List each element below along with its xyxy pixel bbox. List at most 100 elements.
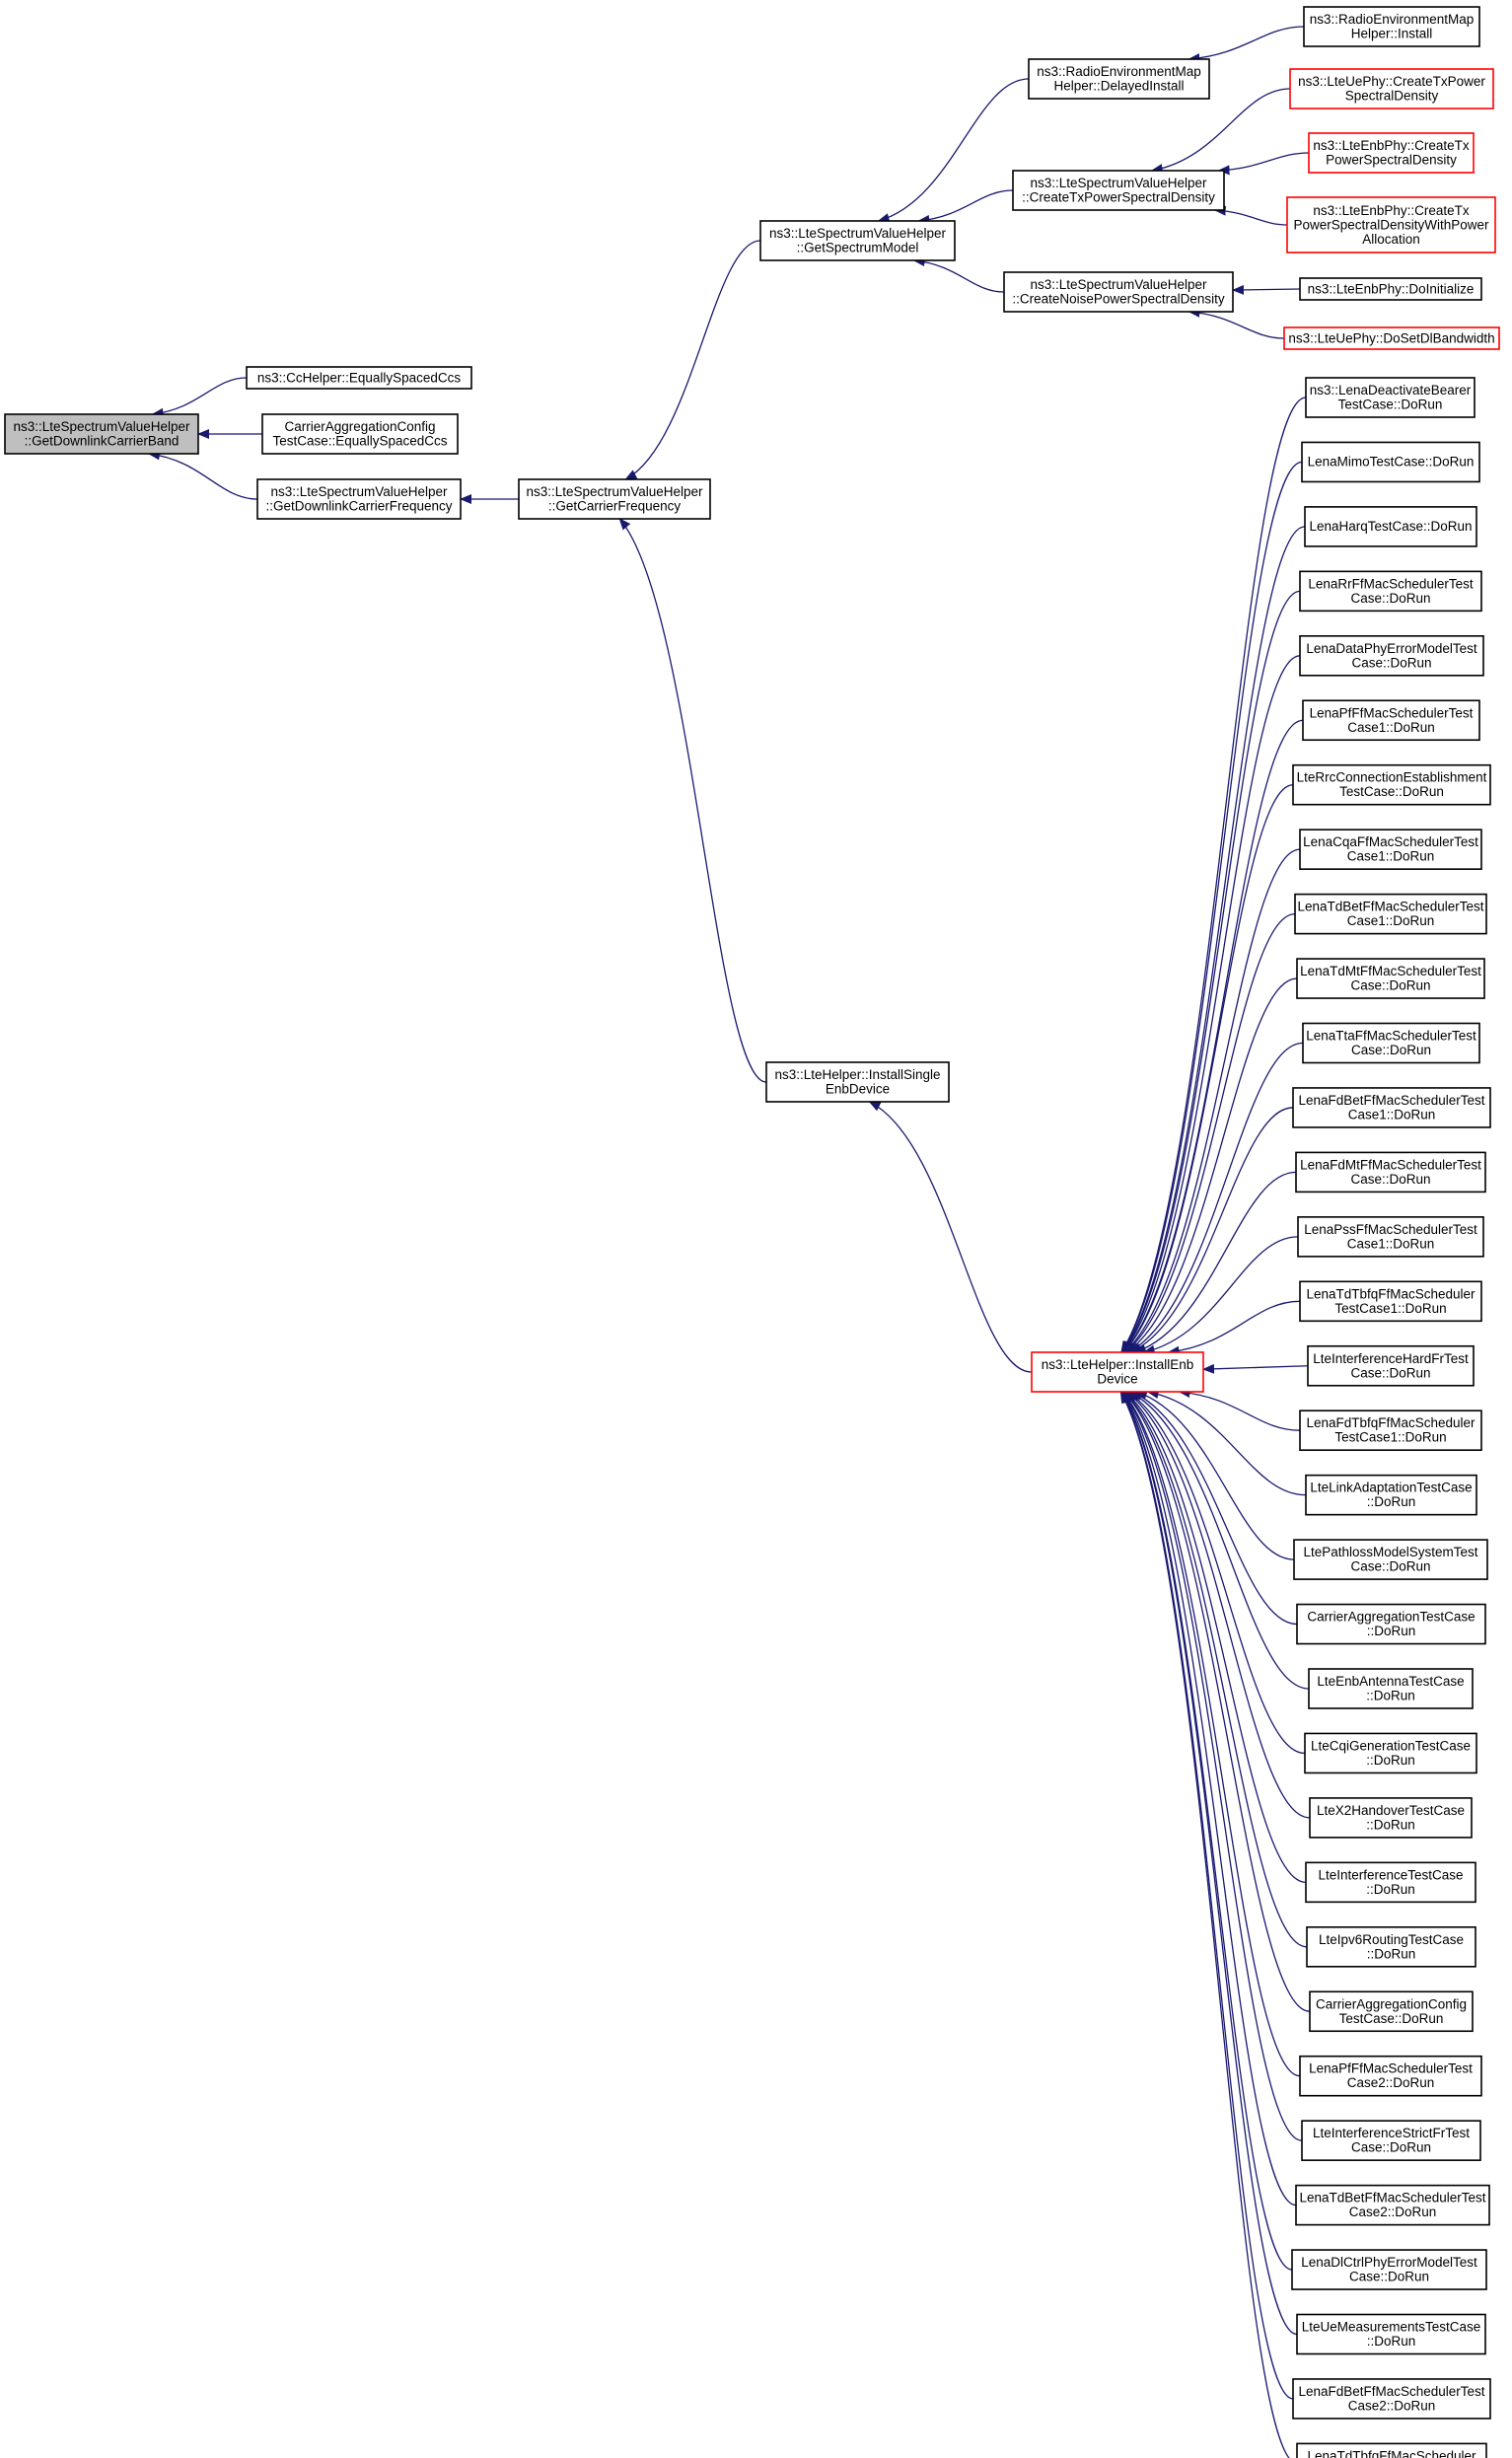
node-enb-create-tx[interactable]: ns3::LteEnbPhy::CreateTxPowerSpectralDen…	[1308, 132, 1475, 174]
node-t22[interactable]: LteCqiGenerationTestCase::DoRun	[1304, 1732, 1477, 1774]
node-t18[interactable]: LteLinkAdaptationTestCase::DoRun	[1305, 1474, 1477, 1516]
node-get-spectrum-model[interactable]: ns3::LteSpectrumValueHelper::GetSpectrum…	[759, 220, 956, 261]
call-edge	[1121, 590, 1301, 1353]
call-edge	[147, 450, 258, 500]
node-root[interactable]: ns3::LteSpectrumValueHelper::GetDownlink…	[4, 413, 199, 455]
node-label: CarrierAggregationConfig	[284, 419, 435, 434]
node-t21[interactable]: LteEnbAntennaTestCase::DoRun	[1308, 1668, 1474, 1709]
node-label: ::DoRun	[1367, 2334, 1416, 2349]
node-box	[1301, 441, 1480, 483]
node-label: Case::DoRun	[1351, 655, 1431, 670]
node-box	[1302, 699, 1480, 742]
node-label: ::CreateNoisePowerSpectralDensity	[1012, 292, 1225, 307]
call-edge	[1142, 1236, 1299, 1355]
node-label: LenaFdBetFfMacSchedulerTest	[1298, 1093, 1484, 1108]
call-edge	[917, 189, 1014, 225]
node-label: LteInterferenceStrictFrTest	[1313, 2126, 1470, 2140]
node-box	[1012, 170, 1225, 211]
call-edge	[1120, 1391, 1297, 2206]
node-box	[1293, 1539, 1488, 1580]
node-t24[interactable]: LteInterferenceTestCase::DoRun	[1305, 1861, 1476, 1904]
node-enb-create-tx-alloc[interactable]: ns3::LteEnbPhy::CreateTxPowerSpectralDen…	[1286, 196, 1496, 253]
call-edge	[1125, 1391, 1306, 1755]
node-box	[1283, 326, 1500, 350]
node-box	[1307, 1344, 1475, 1387]
node-label: LteX2HandoverTestCase	[1317, 1803, 1465, 1818]
call-edge	[624, 240, 761, 480]
node-label: PowerSpectralDensityWithPower	[1293, 217, 1489, 232]
node-label: ::DoRun	[1366, 1817, 1415, 1832]
node-enb-doinit[interactable]: ns3::LteEnbPhy::DoInitialize	[1299, 277, 1482, 301]
node-label: LenaTdBetFfMacSchedulerTest	[1297, 900, 1483, 914]
node-label: LenaDataPhyErrorModelTest	[1306, 641, 1477, 656]
call-edge	[1232, 284, 1301, 295]
node-t07[interactable]: LteRrcConnectionEstablishmentTestCase::D…	[1292, 763, 1491, 806]
node-label: ns3::LteSpectrumValueHelper	[769, 226, 947, 241]
call-edge	[1123, 848, 1301, 1353]
node-t33[interactable]: LenaTdTbfqFfMacSchedulerTestCase2::DoRun	[1296, 2442, 1487, 2458]
node-label: Device	[1097, 1372, 1137, 1387]
node-ca-equally[interactable]: CarrierAggregationConfigTestCase::Equall…	[261, 413, 459, 455]
node-label: Case::DoRun	[1351, 1043, 1431, 1057]
node-ue-create-tx[interactable]: ns3::LteUePhy::CreateTxPowerSpectralDens…	[1289, 68, 1494, 109]
node-t20[interactable]: CarrierAggregationTestCase::DoRun	[1296, 1603, 1486, 1645]
call-edge	[1217, 152, 1310, 176]
node-t02[interactable]: LenaMimoTestCase::DoRun	[1301, 441, 1480, 483]
node-label: ns3::LteUePhy::CreateTxPower	[1298, 74, 1485, 89]
node-get-dl-freq[interactable]: ns3::LteSpectrumValueHelper::GetDownlink…	[256, 478, 462, 520]
node-get-carrier-freq[interactable]: ns3::LteSpectrumValueHelper::GetCarrierF…	[518, 478, 711, 520]
call-edge	[1121, 1391, 1301, 2077]
node-label: Case1::DoRun	[1347, 720, 1435, 735]
call-edge	[1188, 307, 1285, 339]
node-box	[1308, 132, 1475, 174]
call-edge	[1134, 1390, 1295, 1560]
call-edge	[618, 518, 767, 1083]
node-label: LteCqiGenerationTestCase	[1311, 1738, 1471, 1753]
node-label: TestCase1::DoRun	[1334, 1301, 1446, 1316]
node-label: EnbDevice	[826, 1082, 890, 1097]
node-ue-dosetdl[interactable]: ns3::LteUePhy::DoSetDlBandwidth	[1283, 326, 1500, 350]
node-t25[interactable]: LteIpv6RoutingTestCase::DoRun	[1306, 1926, 1476, 1968]
node-t03[interactable]: LenaHarqTestCase::DoRun	[1304, 506, 1477, 547]
node-cc-equally[interactable]: ns3::CcHelper::EquallySpacedCcs	[246, 366, 472, 390]
node-box	[1304, 506, 1477, 547]
node-create-tx-psd[interactable]: ns3::LteSpectrumValueHelper::CreateTxPow…	[1012, 170, 1225, 211]
node-label: LenaDlCtrlPhyErrorModelTest	[1301, 2255, 1477, 2270]
node-label: ns3::CcHelper::EquallySpacedCcs	[257, 370, 462, 385]
node-box	[1028, 58, 1210, 100]
node-box	[1306, 1926, 1476, 1968]
node-label: LenaFdTbfqFfMacScheduler	[1306, 1415, 1476, 1430]
node-t31[interactable]: LteUeMeasurementsTestCase::DoRun	[1296, 2313, 1486, 2355]
node-label: ::DoRun	[1366, 1689, 1415, 1703]
call-edge	[1122, 1391, 1311, 2012]
node-label: ::GetCarrierFrequency	[548, 499, 682, 514]
node-create-noise-psd[interactable]: ns3::LteSpectrumValueHelper::CreateNoise…	[1003, 271, 1234, 313]
node-rem-delayed[interactable]: ns3::RadioEnvironmentMapHelper::DelayedI…	[1028, 58, 1210, 100]
node-t23[interactable]: LteX2HandoverTestCase::DoRun	[1309, 1797, 1473, 1839]
